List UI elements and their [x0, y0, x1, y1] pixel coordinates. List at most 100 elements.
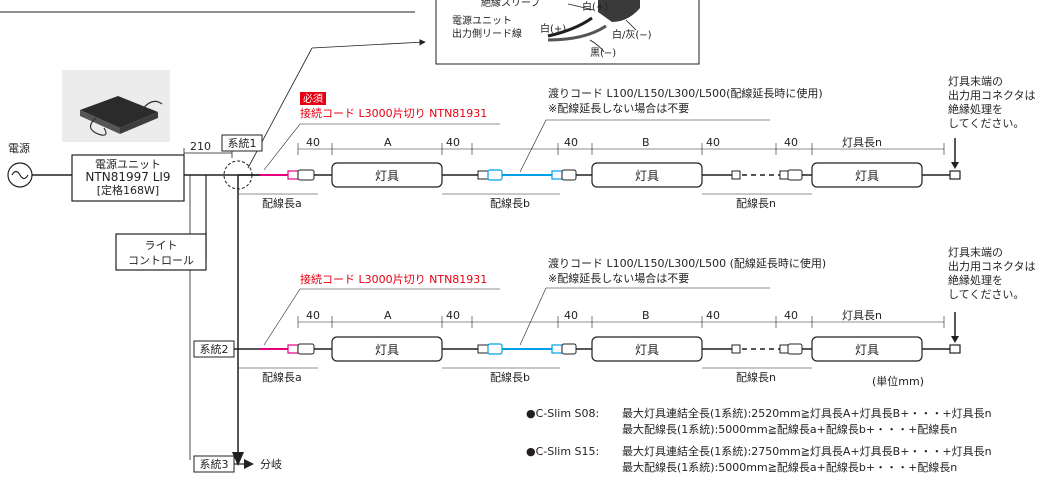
system1-connect-cord: 接続コード L3000片切り NTN81931: [300, 106, 487, 120]
end-connector: [949, 170, 961, 180]
fixture-label: 灯具: [375, 169, 399, 183]
end-arrow: [951, 336, 959, 343]
connector: [287, 344, 299, 354]
dim-label: A: [384, 136, 392, 149]
dim-label: 灯具長n: [842, 136, 882, 149]
end-note-line: 出力用コネクタは: [948, 259, 1036, 273]
connector: [731, 344, 741, 354]
end-note-line: 灯具末端の: [948, 245, 1003, 259]
connector: [477, 344, 489, 354]
dim-label: B: [642, 136, 650, 149]
power-unit-image: [62, 70, 170, 142]
dim-label: 40: [306, 136, 320, 149]
dim-label: A: [384, 309, 392, 322]
lead-label-2: 出力側リード線: [452, 27, 522, 40]
dim-210-label: 210: [190, 140, 211, 153]
power-source: 電源: [7, 141, 72, 188]
white-plus-label: 白(+): [540, 22, 566, 35]
note-body: 最大灯具連結全長(1系統):2520mm≧灯具長A+灯具長B+・・・+灯具長n …: [622, 406, 1041, 438]
white-gray-minus-label: 白/灰(−): [612, 28, 652, 41]
end-note-line: 灯具末端の: [948, 74, 1003, 88]
black-minus-label: 黒(−): [590, 47, 616, 59]
light-control-box: [115, 233, 207, 271]
branch-label: 分岐: [260, 458, 282, 471]
note-line-1: 最大灯具連結全長(1系統):2520mm≧灯具長A+灯具長B+・・・+灯具長n: [622, 407, 992, 420]
system1-label: 系統1: [228, 136, 257, 150]
wire-n-label: 配線長n: [736, 370, 776, 384]
connector: [779, 170, 789, 180]
end-note-line: してください。: [948, 288, 1024, 301]
wire-b-label: 配線長b: [490, 196, 530, 210]
system1-bridge-cord: 渡りコード L100/L150/L300/L500(配線延長時に使用): [548, 86, 823, 100]
connector: [477, 170, 489, 180]
system3-label: 系統3: [200, 457, 229, 471]
fixture-label: 灯具: [635, 343, 659, 357]
power-unit-price: [定格168W]: [97, 183, 159, 197]
branch-arrow: [244, 459, 254, 469]
connector: [551, 170, 563, 180]
power-unit-model: NTN81997 LI9: [85, 170, 170, 184]
connector: [487, 169, 503, 181]
connector: [731, 170, 741, 180]
power-unit-box: [71, 154, 185, 202]
connector: [287, 170, 299, 180]
spec-note-s08: ●C-Slim S08: 最大灯具連結全長(1系統):2520mm≧灯具長A+灯…: [526, 406, 1041, 438]
dim-label: 40: [564, 309, 578, 322]
unit-note: (単位mm): [872, 374, 924, 388]
connector: [297, 169, 315, 181]
end-note-line: 出力用コネクタは: [948, 88, 1036, 102]
connector: [551, 344, 563, 354]
dim-label: 40: [706, 136, 720, 149]
dim-label: B: [642, 309, 650, 322]
dim-label: 40: [706, 309, 720, 322]
connector: [561, 343, 577, 355]
system1-bridge-note: ※配線延長しない場合は不要: [548, 101, 689, 115]
required-badge-text: 必須: [303, 92, 323, 105]
fixture-label: 灯具: [855, 343, 879, 357]
end-arrow: [951, 162, 959, 169]
dim-label: 灯具長n: [842, 309, 882, 322]
system1-dimensions: 40 A 40 40 B 40 40 灯具長n: [297, 136, 945, 155]
system2-bridge-cord: 渡りコード L100/L150/L300/L500 (配線延長時に使用): [548, 256, 826, 270]
light-control-label-1: ライト: [145, 239, 178, 252]
dim-label: 40: [784, 136, 798, 149]
power-source-label: 電源: [8, 141, 30, 155]
dim-label: 40: [446, 136, 460, 149]
pointer-arrow: [311, 39, 426, 49]
wire-a-label: 配線長a: [262, 370, 302, 384]
connector-device: [598, 0, 640, 22]
connector: [487, 343, 503, 355]
system2-connect-cord: 接続コード L3000片切り NTN81931: [300, 272, 487, 286]
light-control-label-2: コントロール: [128, 254, 194, 267]
connector: [787, 343, 803, 355]
end-connector: [949, 344, 961, 354]
end-note-line: してください。: [948, 117, 1024, 130]
lead-label-1: 電源ユニット: [452, 14, 512, 27]
connector: [779, 344, 789, 354]
white-plus-top-label: 白(+): [582, 0, 608, 13]
note-line-2: 最大配線長(1系統):5000mm≧配線長a+配線長b+・・・+配線長n: [622, 461, 958, 474]
system1-label-box: [221, 134, 263, 152]
fixture-label: 灯具: [855, 169, 879, 183]
required-badge: [300, 92, 326, 105]
dim-label: 40: [446, 309, 460, 322]
system2-dimensions: 40 A 40 40 B 40 40 灯具長n: [297, 309, 945, 328]
system1: 系統1 必須 接続コード L3000片切り NTN81931 渡りコード L10…: [221, 74, 1036, 210]
note-line-2: 最大配線長(1系統):5000mm≧配線長a+配線長b+・・・+配線長n: [622, 423, 958, 436]
system2: 系統2 接続コード L3000片切り NTN81931 渡りコード L100/L…: [193, 245, 1036, 388]
system3: 系統3 分岐: [193, 455, 282, 473]
spec-note-s15: ●C-Slim S15: 最大灯具連結全長(1系統):2750mm≧灯具長A+灯…: [526, 444, 1041, 476]
system2-bridge-note: ※配線延長しない場合は不要: [548, 271, 689, 285]
inset-detail: 絶縁スリーブ 白(+) 電源ユニット 出力側リード線 白(+) 白/灰(−) 黒…: [435, 0, 700, 65]
spec-notes: ●C-Slim S08: 最大灯具連結全長(1系統):2520mm≧灯具長A+灯…: [526, 406, 1041, 476]
sleeve-label: 絶縁スリーブ: [481, 0, 540, 9]
bus-arrow: [232, 452, 244, 466]
dim-label: 40: [784, 309, 798, 322]
note-head: ●C-Slim S08:: [526, 407, 600, 420]
note-body: 最大灯具連結全長(1系統):2750mm≧灯具長A+灯具長B+・・・+灯具長n …: [622, 444, 1041, 476]
note-head: ●C-Slim S15:: [526, 445, 600, 458]
power-unit-name: 電源ユニット: [95, 157, 161, 171]
wire-n-label: 配線長n: [736, 196, 776, 210]
dim-label: 40: [306, 309, 320, 322]
wire-b-label: 配線長b: [490, 370, 530, 384]
